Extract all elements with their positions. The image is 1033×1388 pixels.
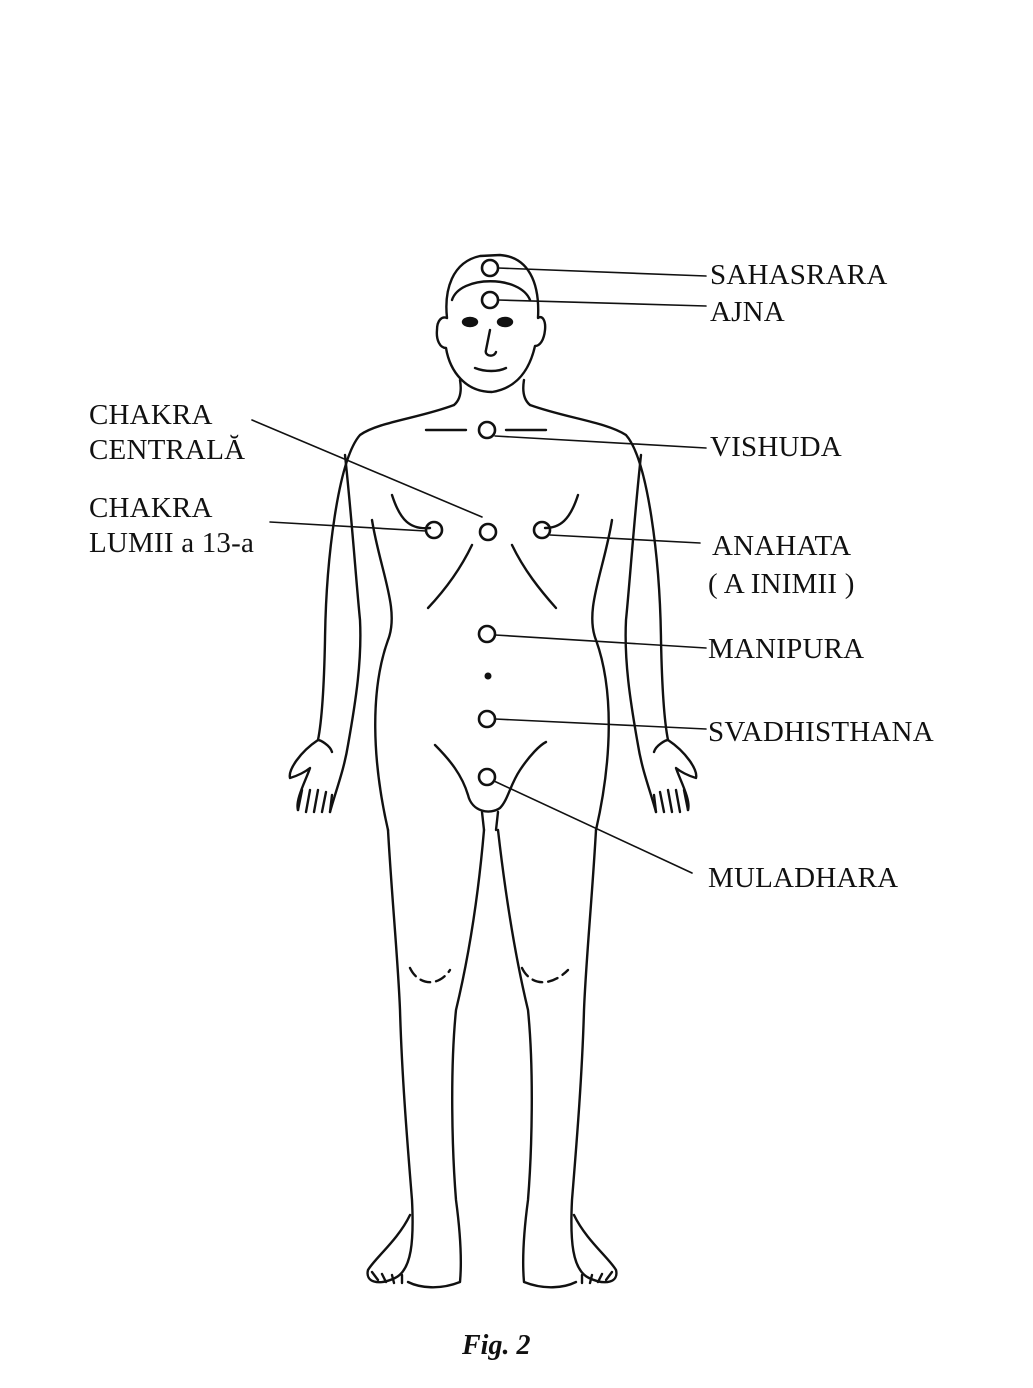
right-leg-outer — [570, 828, 618, 1284]
sahasrara-point — [480, 258, 500, 278]
sahasrara-leader — [497, 267, 707, 277]
label-svadhisthana: SVADHISTHANA — [708, 716, 934, 748]
right-pectoral — [543, 493, 580, 530]
anahata-point — [532, 520, 552, 540]
chakra-lumii-leader — [269, 521, 427, 532]
chakra-centrala-point — [478, 522, 498, 542]
left-leg-inner — [406, 828, 486, 1289]
mouth — [473, 366, 508, 373]
right-side-outline — [528, 403, 698, 812]
left-hand-fingers — [296, 788, 334, 814]
neck-right — [522, 378, 532, 407]
vishuda-point — [477, 420, 497, 440]
right-knee — [520, 966, 570, 984]
label-manipura: MANIPURA — [708, 633, 865, 665]
vishuda-leader — [494, 435, 707, 449]
right-inner-arm — [624, 453, 658, 814]
left-pectoral — [390, 493, 432, 530]
manipura-point — [477, 624, 497, 644]
muladhara-point — [477, 767, 497, 787]
label-ajna: AJNA — [710, 296, 785, 328]
left-ribcage — [426, 543, 474, 610]
ajna-leader — [497, 299, 707, 307]
chakra-lumii-point — [424, 520, 444, 540]
crotch-line — [480, 810, 500, 832]
ajna-point — [480, 290, 500, 310]
right-ribcage — [510, 543, 558, 610]
svadhisthana-point — [477, 709, 497, 729]
muladhara-leader — [493, 780, 693, 874]
label-muladhara: MULADHARA — [708, 862, 899, 894]
label-chakra-centrala-line1: CHAKRA — [89, 399, 213, 431]
leader-lines — [251, 267, 707, 874]
left-side-outline — [288, 403, 456, 812]
left-toes — [370, 1270, 404, 1285]
label-anahata-line1: ANAHATA — [712, 530, 852, 562]
label-sahasrara: SAHASRARA — [710, 259, 888, 291]
label-chakra-centrala-line2: CENTRALĂ — [89, 434, 246, 466]
left-eye — [461, 316, 479, 328]
nose — [484, 328, 498, 357]
anahata-leader — [549, 534, 701, 544]
label-chakra-lumii-line1: CHAKRA — [89, 492, 213, 524]
head-outline — [435, 253, 547, 394]
right-eye — [496, 316, 514, 328]
human-figure — [288, 253, 698, 1289]
navel — [484, 672, 492, 680]
right-hand-fingers — [652, 788, 690, 814]
svadhisthana-leader — [494, 718, 707, 730]
figure-caption: Fig. 2 — [462, 1330, 531, 1361]
right-leg-inner — [496, 828, 578, 1289]
left-torso — [370, 518, 393, 832]
left-leg-outer — [366, 828, 414, 1284]
right-toes — [580, 1270, 614, 1285]
left-knee — [408, 966, 452, 984]
neck-left — [452, 378, 462, 407]
left-inner-arm — [328, 453, 362, 814]
label-anahata-line2: ( A INIMII ) — [708, 568, 855, 600]
chakra-centrala-leader — [251, 419, 483, 518]
label-chakra-lumii-line2: LUMII a 13-a — [89, 527, 255, 559]
label-vishuda: VISHUDA — [710, 431, 842, 463]
groin-outline — [433, 740, 548, 813]
manipura-leader — [494, 634, 707, 649]
hairline — [450, 280, 532, 302]
right-torso — [591, 518, 614, 832]
